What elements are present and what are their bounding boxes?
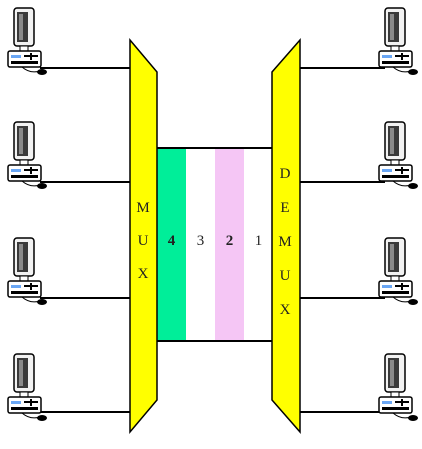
- devices-layer: M U X D E M U X: [129, 37, 301, 435]
- multiplexer-icon: [129, 37, 158, 435]
- time-slot-1: [244, 148, 273, 341]
- desktop-computer-icon: [378, 237, 419, 306]
- desktop-computer-icon: [378, 121, 419, 190]
- demux-letter-1: D: [280, 166, 291, 182]
- demux-letter-2: E: [280, 200, 289, 216]
- time-slot-label-4: 4: [168, 233, 176, 249]
- desktop-computer-icon: [7, 237, 48, 306]
- links-layer: [40, 67, 385, 413]
- desktop-computer-icon: [7, 353, 48, 422]
- desktop-computer-icon: [7, 121, 48, 190]
- demux-letter-3: M: [278, 234, 291, 250]
- demux-letter-4: U: [280, 268, 291, 284]
- mux-letter-1: M: [136, 200, 149, 216]
- desktop-computer-icon: [378, 353, 419, 422]
- demultiplexer-icon: [271, 38, 301, 434]
- desktop-computer-icon: [7, 7, 48, 76]
- mux-letter-3: X: [138, 266, 149, 282]
- demux-letter-5: X: [280, 302, 291, 318]
- time-slot-label-1: 1: [255, 233, 263, 249]
- mux-letter-2: U: [138, 233, 149, 249]
- time-slot-2: [215, 148, 244, 341]
- time-slot-label-2: 2: [226, 233, 234, 249]
- desktop-computer-icon: [378, 7, 419, 76]
- time-slot-label-3: 3: [197, 233, 205, 249]
- time-slot-4: [157, 148, 186, 341]
- time-slot-3: [186, 148, 215, 341]
- time-slot-frame: 4 3 2 1: [157, 147, 273, 342]
